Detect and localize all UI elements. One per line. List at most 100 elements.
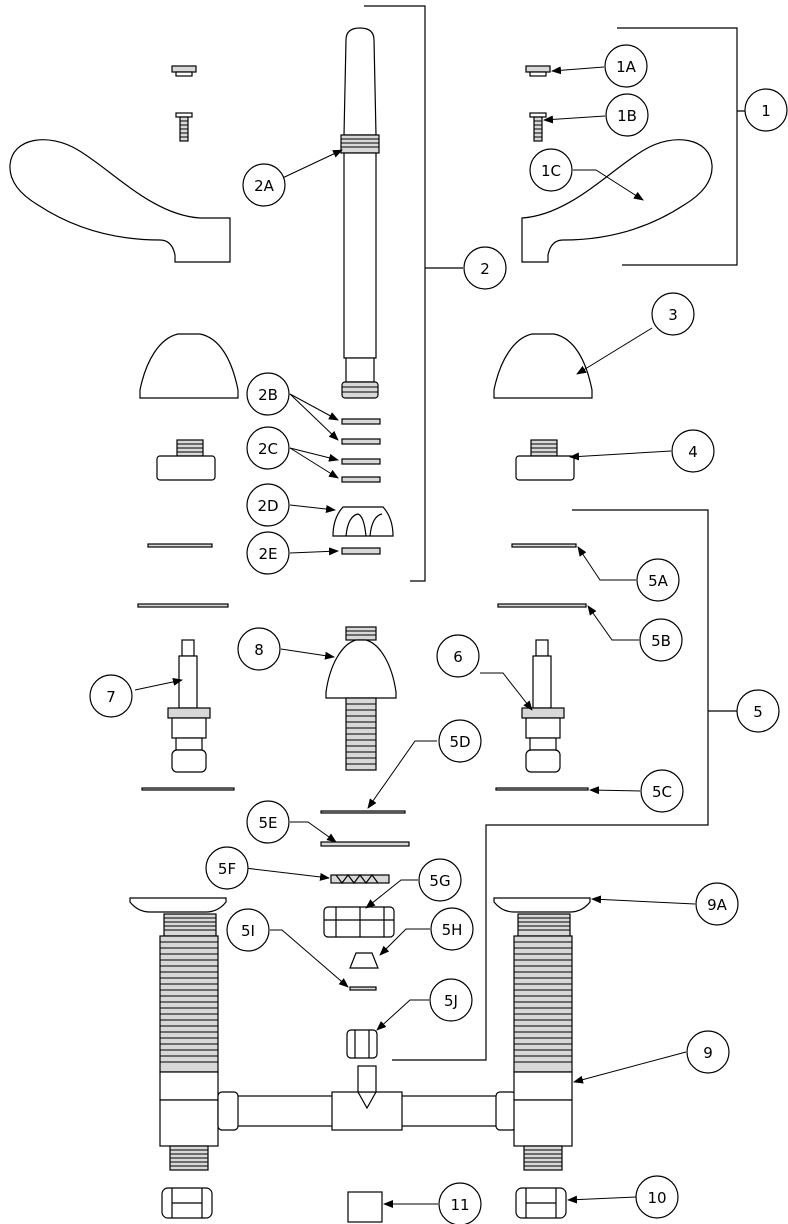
- left-flange-plate: [129, 897, 227, 913]
- callout-label: 5A: [648, 572, 669, 590]
- left-wrist-blade-handle: [9, 139, 231, 263]
- callout-label: 5B: [651, 632, 671, 650]
- callout-5j: 5J: [429, 978, 473, 1022]
- spout-washer: [341, 547, 381, 555]
- callout-label: 2E: [258, 545, 277, 563]
- callout-circle: [89, 674, 133, 718]
- right-cartridge-6: [521, 639, 565, 773]
- callout-circle: [736, 689, 780, 733]
- callout-9: 9: [686, 1030, 730, 1074]
- left-escutcheon-bell: [139, 333, 239, 399]
- callout-3: 3: [651, 292, 695, 336]
- callout-7: 7: [89, 674, 133, 718]
- callout-label: 2C: [258, 440, 278, 458]
- callout-circle: [205, 846, 249, 890]
- callout-circle: [605, 93, 649, 137]
- callout-circle: [246, 800, 290, 844]
- callout-label: 5E: [258, 814, 277, 832]
- gasket-5D: [320, 810, 406, 814]
- callout-label: 3: [668, 306, 678, 324]
- seal-5I: [349, 986, 377, 991]
- right-index-button: [525, 65, 551, 77]
- left-shank: [159, 913, 219, 1171]
- left-washer-bottom: [137, 603, 229, 608]
- bracket-group-2: [364, 5, 463, 582]
- right-shank-9: [513, 913, 573, 1171]
- callout-4: 4: [671, 429, 715, 473]
- callout-circle: [463, 246, 507, 290]
- callout-label: 5I: [241, 922, 255, 940]
- callout-circle: [686, 1030, 730, 1074]
- right-escutcheon-bell: [493, 333, 593, 399]
- callout-circle: [237, 627, 281, 671]
- callout-1b: 1B: [605, 93, 649, 137]
- callout-label: 5H: [442, 921, 463, 939]
- callout-label: 5F: [218, 860, 236, 878]
- callout-label: 10: [647, 1189, 666, 1207]
- callout-5g: 5G: [418, 858, 462, 902]
- callout-circle: [529, 148, 573, 192]
- callout-2c: 2C: [246, 426, 290, 470]
- callout-2e: 2E: [246, 531, 290, 575]
- right-washer-5B: [497, 603, 587, 608]
- callout-circle: [651, 292, 695, 336]
- spout-base: [325, 626, 397, 771]
- callout-circle: [639, 618, 683, 662]
- bracket-group-5: [392, 509, 737, 1061]
- left-index-button: [171, 65, 197, 77]
- callout-circle: [242, 163, 286, 207]
- callout-label: 2D: [257, 497, 278, 515]
- callout-5i: 5I: [226, 908, 270, 952]
- callout-5f: 5F: [205, 846, 249, 890]
- callout-1a: 1A: [604, 44, 648, 88]
- callout-circle: [604, 44, 648, 88]
- callout-label: 5G: [429, 872, 450, 890]
- callout-label: 6: [453, 648, 463, 666]
- callout-8: 8: [237, 627, 281, 671]
- callout-6: 6: [436, 634, 480, 678]
- callout-circle: [246, 372, 290, 416]
- callout-label: 1B: [617, 107, 637, 125]
- callout-label: 2B: [258, 386, 278, 404]
- callout-label: 4: [688, 443, 698, 461]
- callout-2b: 2B: [246, 372, 290, 416]
- callout-label: 9: [703, 1044, 713, 1062]
- callout-circle: [436, 634, 480, 678]
- callout-label: 8: [254, 641, 264, 659]
- callout-label: 11: [450, 1196, 469, 1214]
- leader-lines: [134, 66, 696, 1208]
- callout-label: 1C: [541, 162, 561, 180]
- plug-11: [347, 1191, 383, 1223]
- callout-10: 10: [635, 1175, 679, 1219]
- callout-circle: [418, 858, 462, 902]
- callout-circle: [438, 1182, 482, 1224]
- callout-circle: [695, 882, 739, 926]
- callout-5e: 5E: [246, 800, 290, 844]
- callout-1c: 1C: [529, 148, 573, 192]
- strainer-5G: [323, 906, 395, 938]
- left-washer-top: [147, 543, 213, 548]
- right-wrist-blade-handle: [521, 139, 713, 263]
- callout-circle: [430, 907, 474, 951]
- crossbar-manifold: [217, 1065, 517, 1131]
- callout-circle: [429, 978, 473, 1022]
- callout-label: 1: [761, 102, 771, 120]
- callout-5d: 5D: [438, 719, 482, 763]
- callout-9a: 9A: [695, 882, 739, 926]
- callout-circle: [246, 531, 290, 575]
- callout-circle: [438, 719, 482, 763]
- right-flange-plate-9A: [493, 897, 591, 913]
- callout-5b: 5B: [639, 618, 683, 662]
- screen-5F: [330, 874, 390, 884]
- callout-label: 5C: [652, 783, 672, 801]
- callout-2a: 2A: [242, 163, 286, 207]
- callout-circle: [744, 88, 788, 132]
- left-handle-screw: [175, 112, 193, 142]
- callout-5a: 5A: [636, 558, 680, 602]
- callout-1: 1: [744, 88, 788, 132]
- right-bonnet: [515, 439, 575, 481]
- callout-5h: 5H: [430, 907, 474, 951]
- spout-o-ring-4: [341, 476, 381, 483]
- spout-o-ring-3: [341, 458, 381, 465]
